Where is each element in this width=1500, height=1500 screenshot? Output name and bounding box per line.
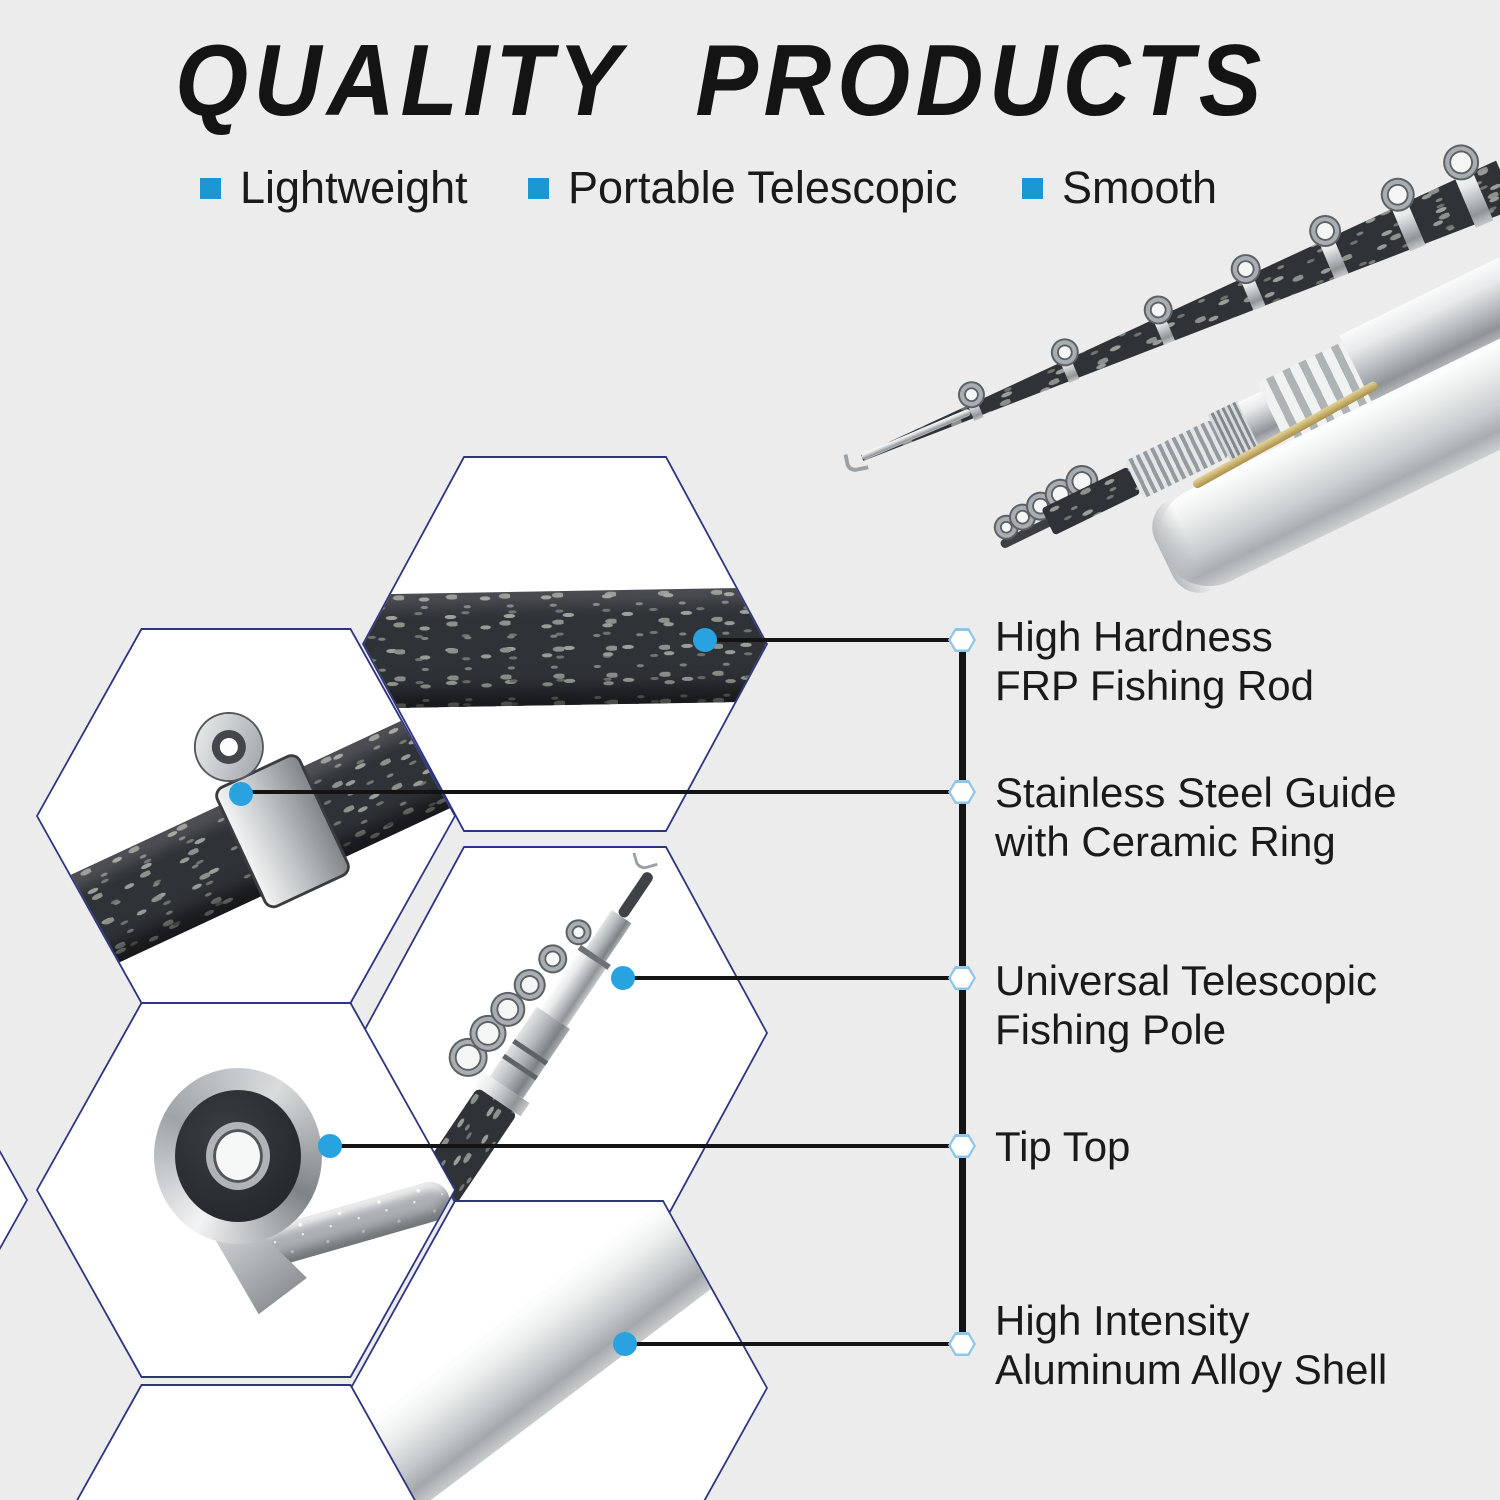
feature-bullet-square-icon xyxy=(1022,177,1043,199)
hexagon-node-icon xyxy=(948,1332,976,1356)
hexagon-node-icon xyxy=(948,1134,976,1158)
callout-label-guide: Stainless Steel Guide with Ceramic Ring xyxy=(995,768,1397,866)
feature-lightweight: Lightweight xyxy=(200,162,468,214)
guide-rod xyxy=(38,674,454,1002)
rod-tip-section xyxy=(860,408,972,461)
feature-label: Smooth xyxy=(1062,162,1218,213)
feature-label: Portable Telescopic xyxy=(568,162,958,213)
callout-label-line: Tip Top xyxy=(995,1123,1131,1170)
callout-label-line: Stainless Steel Guide xyxy=(995,769,1397,816)
pole-hook-icon xyxy=(632,848,658,872)
callout-label-line: FRP Fishing Rod xyxy=(995,662,1315,709)
hexagon-photo-guide xyxy=(38,630,454,1002)
callout-label-line: High Intensity xyxy=(995,1297,1250,1344)
callout-label-line: High Hardness xyxy=(995,613,1273,660)
callout-dot-icon xyxy=(318,1134,342,1158)
callout-label-line: with Ceramic Ring xyxy=(995,818,1336,865)
hexagon-photo-tiptop xyxy=(38,1004,454,1376)
callout-label-shell: High Intensity Aluminum Alloy Shell xyxy=(995,1296,1387,1394)
feature-label: Lightweight xyxy=(240,162,468,213)
callout-line xyxy=(241,790,965,794)
callout-label-line: Aluminum Alloy Shell xyxy=(995,1346,1388,1393)
hexagon-frame-guide xyxy=(36,628,456,1004)
feature-bullet-square-icon xyxy=(200,177,221,199)
feature-portable-telescopic: Portable Telescopic xyxy=(528,162,957,214)
tiptop-ring-hole xyxy=(206,1122,270,1190)
callout-label-tiptop: Tip Top xyxy=(995,1122,1130,1171)
hexagon-node-icon xyxy=(948,966,976,990)
feature-smooth: Smooth xyxy=(1022,162,1217,214)
callout-spine-line xyxy=(959,640,966,1344)
callout-label-pole: Universal Telescopic Fishing Pole xyxy=(995,956,1377,1054)
callout-label-line: Fishing Pole xyxy=(995,1006,1227,1053)
hexagon-node-icon xyxy=(948,780,976,804)
callout-dot-icon xyxy=(693,628,717,652)
callout-line xyxy=(705,638,965,642)
collapsed-pole xyxy=(397,848,695,1218)
hexagon-node-icon xyxy=(948,628,976,652)
rod-tip-hook-icon xyxy=(843,450,869,474)
callout-line xyxy=(625,1342,965,1346)
hexagon-frame-empty-left xyxy=(0,1012,28,1388)
callout-dot-icon xyxy=(611,966,635,990)
callout-line xyxy=(623,976,965,980)
callout-label-frp: High Hardness FRP Fishing Rod xyxy=(995,612,1314,710)
callout-dot-icon xyxy=(229,782,253,806)
callout-label-line: Universal Telescopic xyxy=(995,957,1378,1004)
callout-line xyxy=(330,1144,965,1148)
feature-bullet-square-icon xyxy=(528,177,549,199)
page-title: QUALITY PRODUCTS xyxy=(175,25,1268,137)
callout-dot-icon xyxy=(613,1332,637,1356)
pole-tipseg xyxy=(616,870,655,920)
hexagon-empty xyxy=(0,1014,26,1386)
